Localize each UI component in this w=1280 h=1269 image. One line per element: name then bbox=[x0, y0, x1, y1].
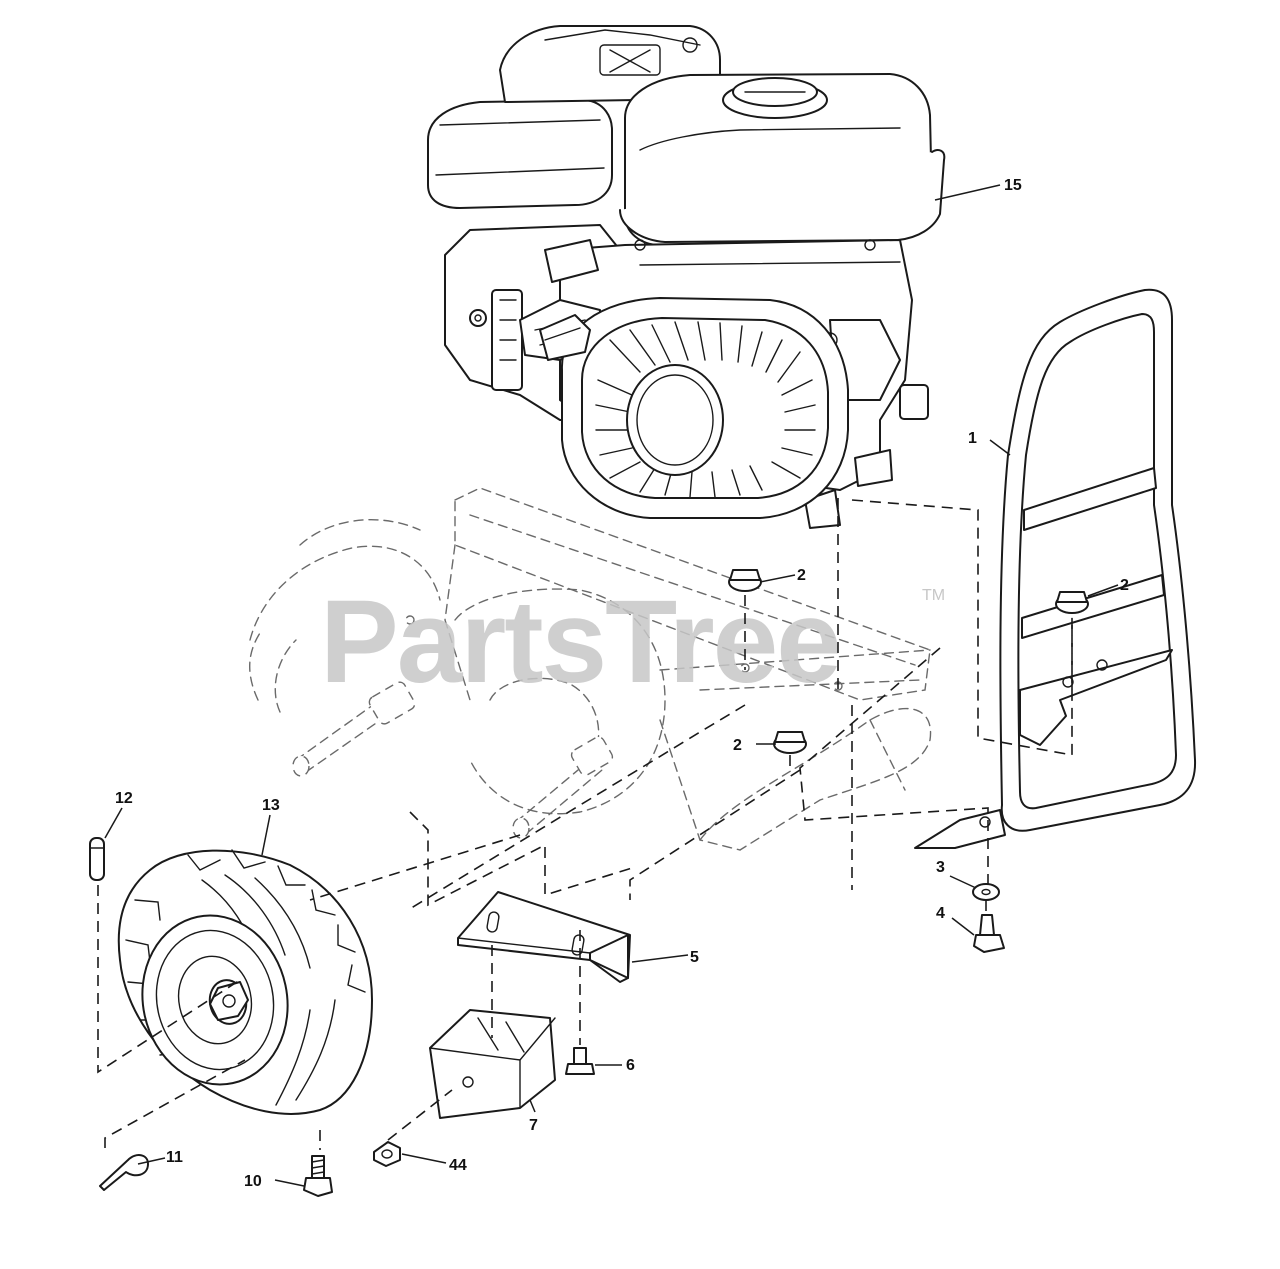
bracket bbox=[457, 891, 631, 983]
weight bbox=[429, 1009, 556, 1119]
nut-weight bbox=[373, 1141, 401, 1167]
callout-44: 44 bbox=[449, 1157, 467, 1174]
callout-1: 1 bbox=[968, 430, 977, 447]
flange-nut-upper-frame bbox=[728, 569, 762, 592]
callout-4: 4 bbox=[936, 905, 945, 922]
watermark-trademark: TM bbox=[922, 587, 945, 604]
bolt-bumper bbox=[973, 914, 1005, 953]
pin bbox=[89, 837, 105, 881]
callout-12: 12 bbox=[115, 790, 133, 807]
flange-nut-lower-frame bbox=[773, 731, 807, 754]
wheel-tire bbox=[117, 849, 373, 1115]
callout-2-upper-frame: 2 bbox=[797, 567, 806, 584]
callout-15: 15 bbox=[1004, 177, 1022, 194]
callout-2-lower-frame: 2 bbox=[733, 737, 742, 754]
callout-11: 11 bbox=[166, 1149, 183, 1166]
callout-10: 10 bbox=[244, 1173, 262, 1190]
callout-13: 13 bbox=[262, 797, 280, 814]
leader-lines bbox=[104, 184, 1119, 1187]
tiller-frame-ghost bbox=[249, 487, 932, 851]
callout-5: 5 bbox=[690, 949, 699, 966]
hairpin-clip bbox=[99, 1154, 149, 1191]
callout-7: 7 bbox=[529, 1117, 538, 1134]
tire-tread bbox=[125, 849, 366, 1106]
assembly-lines bbox=[97, 498, 1073, 1150]
engine bbox=[427, 25, 946, 529]
bumper-guard bbox=[914, 288, 1197, 849]
bolt-weight bbox=[303, 1155, 333, 1197]
callout-2-bumper: 2 bbox=[1120, 577, 1129, 594]
callout-6: 6 bbox=[626, 1057, 635, 1074]
watermark: PartsTree TM bbox=[320, 576, 945, 708]
callouts: 15 1 2 2 2 3 4 5 6 7 10 11 12 13 44 bbox=[115, 177, 1129, 1190]
recoil-vent-slots bbox=[595, 321, 816, 498]
flange-nut-bumper bbox=[1055, 591, 1089, 614]
bolt-bracket bbox=[565, 1047, 595, 1075]
washer bbox=[972, 883, 1000, 901]
callout-3: 3 bbox=[936, 859, 945, 876]
watermark-brand: PartsTree bbox=[320, 576, 840, 708]
